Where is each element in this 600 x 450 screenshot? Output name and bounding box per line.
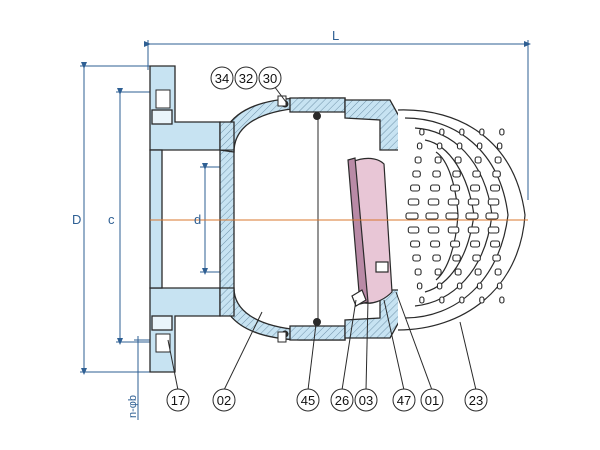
basket-slot	[450, 240, 461, 248]
basket-slot	[412, 254, 421, 262]
basket-slot	[459, 128, 465, 136]
callout-47: 47	[397, 393, 411, 408]
basket-slot	[427, 226, 440, 234]
basket-slot	[432, 170, 441, 178]
basket-slot	[436, 282, 443, 290]
dim-L-label: L	[332, 28, 339, 43]
callout-02: 02	[217, 393, 231, 408]
basket-slot	[434, 156, 442, 164]
dim-d-label: d	[194, 212, 201, 227]
basket-slot	[494, 156, 502, 164]
basket-slot	[454, 156, 462, 164]
callout-17: 17	[171, 393, 185, 408]
callouts-bottom	[166, 388, 488, 412]
basket-slot	[434, 268, 442, 276]
basket-slot	[490, 240, 501, 248]
basket-slot	[410, 240, 421, 248]
dim-bolt-label: n-φb	[127, 395, 139, 418]
basket-slot	[412, 170, 421, 178]
dim-D-label: D	[72, 212, 81, 227]
basket-slot	[414, 268, 422, 276]
basket-slot	[419, 128, 425, 136]
basket-slot	[414, 156, 422, 164]
basket-slot	[496, 282, 503, 290]
basket-slot	[407, 198, 420, 206]
basket-slot	[456, 282, 463, 290]
callout-34: 34	[215, 71, 229, 86]
callouts-top	[210, 66, 282, 90]
basket-slot	[407, 226, 420, 234]
basket-slot	[492, 254, 501, 262]
fasteners	[277, 95, 321, 343]
basket-slot	[439, 296, 445, 304]
basket-slot	[470, 240, 481, 248]
basket-slot	[454, 268, 462, 276]
basket-slot	[452, 254, 461, 262]
basket-slot	[452, 170, 461, 178]
basket-slot	[499, 128, 505, 136]
basket-slot	[416, 282, 423, 290]
basket-slot	[476, 282, 483, 290]
basket-slot	[467, 198, 480, 206]
basket-slot	[494, 268, 502, 276]
basket-slot	[410, 184, 421, 192]
basket-slot	[496, 142, 503, 150]
basket-slot	[499, 296, 505, 304]
basket-slot	[465, 212, 479, 220]
basket-slot	[474, 268, 482, 276]
callout-30: 30	[263, 71, 277, 86]
check-disc	[347, 157, 393, 307]
basket-slots	[405, 128, 505, 304]
basket-slot	[427, 198, 440, 206]
basket-slot	[447, 226, 460, 234]
callout-23: 23	[469, 393, 483, 408]
callout-32: 32	[239, 71, 253, 86]
basket-slot	[472, 254, 481, 262]
basket-slot	[430, 184, 441, 192]
basket-slot	[459, 296, 465, 304]
basket-slot	[405, 212, 419, 220]
basket-slot	[470, 184, 481, 192]
callout-45: 45	[301, 393, 315, 408]
basket-slot	[416, 142, 423, 150]
basket-slot	[479, 296, 485, 304]
basket-slot	[490, 184, 501, 192]
basket-slot	[447, 198, 460, 206]
basket-slot	[487, 226, 500, 234]
basket-slot	[467, 226, 480, 234]
callout-26: 26	[335, 393, 349, 408]
callout-03: 03	[359, 393, 373, 408]
basket-slot	[472, 170, 481, 178]
basket-slot	[479, 128, 485, 136]
basket-slot	[476, 142, 483, 150]
basket-slot	[439, 128, 445, 136]
callout-01: 01	[425, 393, 439, 408]
basket-slot	[492, 170, 501, 178]
basket-slot	[445, 212, 459, 220]
basket-slot	[474, 156, 482, 164]
leader-lines	[167, 85, 477, 391]
flange	[149, 65, 221, 373]
basket-slot	[450, 184, 461, 192]
basket-slot	[487, 198, 500, 206]
basket-slot	[485, 212, 499, 220]
basket-slot	[425, 212, 439, 220]
valve-body	[219, 97, 401, 341]
basket-slot	[430, 240, 441, 248]
basket-slot	[456, 142, 463, 150]
dim-C-label: c	[108, 212, 115, 227]
basket-slot	[432, 254, 441, 262]
basket-slot	[436, 142, 443, 150]
basket-slot	[419, 296, 425, 304]
